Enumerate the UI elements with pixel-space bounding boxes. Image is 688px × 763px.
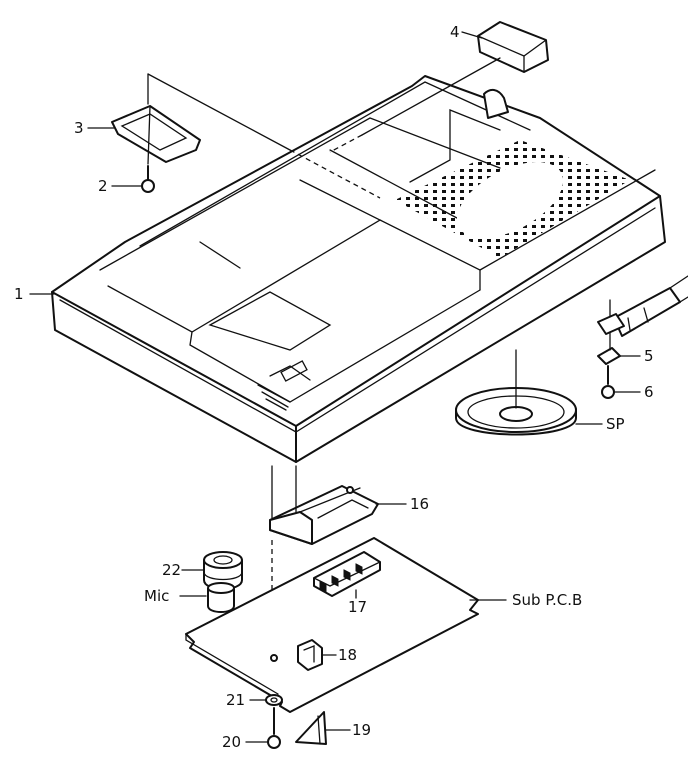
part-21-washer — [265, 694, 283, 706]
mic-capsule — [207, 582, 235, 613]
label-part-6: 6 — [644, 383, 654, 401]
label-part-5: 5 — [644, 347, 654, 365]
assembly-line-3b — [147, 73, 291, 151]
label-mic: Mic — [144, 587, 169, 605]
part-18-connector — [297, 639, 323, 671]
sub-pcb — [185, 537, 479, 713]
part-22-mic-holder — [203, 551, 243, 590]
assembly-line-3c — [289, 149, 381, 199]
part-16-bracket — [269, 485, 379, 545]
label-part-21: 21 — [226, 691, 245, 709]
label-part-18: 18 — [338, 646, 357, 664]
cord-connector — [597, 275, 688, 337]
label-speaker: SP — [606, 415, 625, 433]
label-part-3: 3 — [74, 119, 84, 137]
part-2-screw — [141, 165, 155, 193]
speaker — [455, 349, 577, 436]
label-part-17: 17 — [348, 598, 367, 616]
part-5-lug — [597, 331, 621, 365]
main-housing — [51, 75, 666, 463]
part-17-connector — [313, 551, 381, 597]
assembly-line-4b — [329, 134, 363, 153]
label-part-22: 22 — [162, 561, 181, 579]
part-3-bracket — [111, 105, 201, 165]
part-19-pad — [295, 711, 327, 745]
leader-lines — [29, 31, 641, 743]
part-6-screw — [601, 365, 615, 399]
part-4-clip — [477, 21, 549, 73]
part-20-screw — [267, 707, 281, 749]
label-part-20: 20 — [222, 733, 241, 751]
label-part-2: 2 — [98, 177, 108, 195]
label-part-1: 1 — [14, 285, 24, 303]
label-part-19: 19 — [352, 721, 371, 739]
label-sub-pcb: Sub P.C.B — [512, 591, 582, 609]
assembly-line-4 — [361, 57, 501, 136]
label-part-4: 4 — [450, 23, 460, 41]
label-part-16: 16 — [410, 495, 429, 513]
